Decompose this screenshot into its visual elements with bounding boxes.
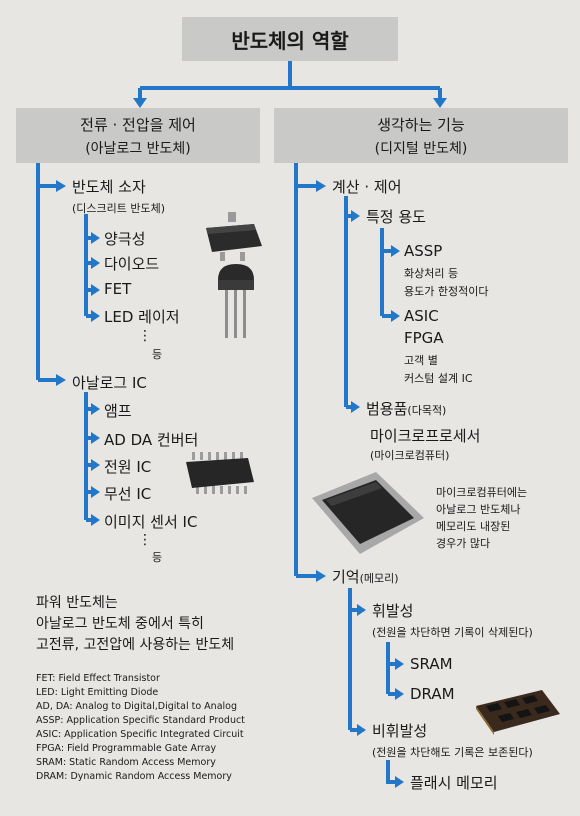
- analog-ic-item: 무선 IC: [104, 485, 152, 503]
- abbreviation: ASSP: Application Specific Standard Prod…: [36, 715, 245, 726]
- abbreviation: LED: Light Emitting Diode: [36, 687, 159, 698]
- volatile-label: 휘발성: [372, 602, 414, 620]
- digital-header-subtitle: (디지털 반도체): [374, 140, 468, 157]
- discrete-label: 반도체 소자: [72, 178, 146, 196]
- abbreviation: ASIC: Application Specific Integrated Ci…: [36, 729, 244, 740]
- abbreviation: FPGA: Field Programmable Gate Array: [36, 743, 217, 754]
- analog-header: 전류 · 전압을 제어 (아날로그 반도체): [16, 108, 260, 163]
- nonvolatile-label: 비휘발성: [372, 722, 428, 740]
- analog-ic-item: 앰프: [104, 402, 132, 420]
- microprocessor-label: 마이크로프로세서: [370, 427, 481, 445]
- assp-desc: 화상처리 등: [404, 267, 459, 280]
- asic-desc: 고객 별: [404, 354, 438, 367]
- memory-text: 기억: [332, 568, 360, 586]
- ic-chip-icon: [186, 452, 254, 494]
- asic-desc: 커스텀 설계 IC: [404, 372, 473, 385]
- digital-header-title: 생각하는 기능: [377, 115, 465, 134]
- specific-use-label: 특정 용도: [366, 208, 426, 226]
- memory-module-icon: [476, 690, 560, 735]
- microprocessor-sub: (마이크로컴퓨터): [370, 449, 450, 462]
- microprocessor-chip-icon: [312, 472, 424, 554]
- micro-note-line: 마이크로컴퓨터에는: [436, 486, 528, 499]
- digital-header: 생각하는 기능 (디지털 반도체): [274, 108, 568, 163]
- power-note-line: 파워 반도체는: [36, 595, 118, 611]
- discrete-item: 다이오드: [104, 255, 160, 273]
- micro-note-line: 아날로그 반도체나: [436, 503, 521, 516]
- ellipsis-vertical: ⋮: [138, 532, 152, 548]
- general-purpose-sub: (다목적): [407, 404, 447, 417]
- through-hole-transistor-icon: [218, 264, 254, 338]
- asic-label: ASIC: [404, 307, 439, 325]
- fpga-label: FPGA: [404, 329, 444, 347]
- etc-label: 등: [152, 348, 163, 361]
- abbreviation: AD, DA: Analog to Digital,Digital to Ana…: [36, 701, 237, 712]
- sram-label: SRAM: [410, 655, 453, 673]
- nonvolatile-desc: (전원을 차단해도 기록은 보존된다): [372, 746, 533, 759]
- discrete-sub: (디스크리트 반도체): [72, 202, 166, 215]
- page-title: 반도체의 역할: [231, 28, 349, 53]
- memory-label: 기억(메모리): [332, 566, 399, 587]
- analog-header-title: 전류 · 전압을 제어: [80, 115, 196, 134]
- abbreviation: SRAM: Static Random Access Memory: [36, 757, 216, 768]
- discrete-item: FET: [104, 280, 132, 298]
- ellipsis-vertical: ⋮: [138, 328, 152, 344]
- discrete-item: LED 레이저: [104, 308, 180, 326]
- general-purpose-label: 범용품(다목적): [366, 398, 446, 419]
- etc-label: 등: [152, 551, 163, 564]
- discrete-item: 양극성: [104, 230, 146, 248]
- smd-transistor-icon: [206, 212, 262, 261]
- micro-note-line: 경우가 많다: [436, 537, 491, 550]
- assp-label: ASSP: [404, 242, 443, 260]
- analog-ic-label: 아날로그 IC: [72, 374, 147, 392]
- abbreviation-list: FET: Field Effect Transistor LED: Light …: [36, 672, 245, 784]
- analog-header-subtitle: (아날로그 반도체): [85, 140, 191, 157]
- micro-note-line: 메모리도 내장된: [436, 520, 511, 533]
- flash-memory-label: 플래시 메모리: [410, 774, 498, 792]
- analog-ic-item: 전원 IC: [104, 458, 152, 476]
- analog-ic-item: 이미지 센서 IC: [104, 513, 198, 531]
- volatile-desc: (전원을 차단하면 기록이 삭제된다): [372, 626, 533, 639]
- assp-desc: 용도가 한정적이다: [404, 285, 489, 298]
- abbreviation: FET: Field Effect Transistor: [36, 673, 160, 684]
- compute-label: 계산 · 제어: [332, 178, 402, 196]
- title-box: 반도체의 역할: [182, 17, 398, 61]
- analog-ic-item: AD DA 컨버터: [104, 431, 199, 449]
- power-note-line: 아날로그 반도체 중에서 특히: [36, 616, 204, 632]
- dram-label: DRAM: [410, 685, 455, 703]
- power-note-line: 고전류, 고전압에 사용하는 반도체: [36, 637, 235, 653]
- abbreviation: DRAM: Dynamic Random Access Memory: [36, 771, 232, 782]
- memory-sub: (메모리): [359, 572, 399, 585]
- general-purpose-text: 범용품: [366, 400, 408, 418]
